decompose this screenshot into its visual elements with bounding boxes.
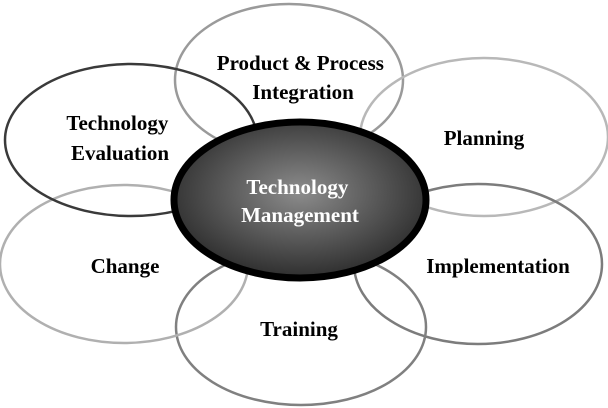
planning-label-line-1: Planning: [444, 126, 525, 150]
product-process-integration-label-line-1: Product & Process: [217, 51, 384, 75]
implementation-label: Implementation: [426, 254, 570, 278]
technology-evaluation-label-line-1: Technology: [66, 111, 168, 135]
center-hub: [170, 118, 430, 282]
center-label-line-1: Technology: [246, 175, 348, 199]
implementation-label-line-1: Implementation: [426, 254, 570, 278]
training-label: Training: [260, 317, 338, 341]
center-label-line-2: Management: [241, 203, 359, 227]
planning-label: Planning: [444, 126, 525, 150]
change-label-line-1: Change: [91, 254, 160, 278]
change-label: Change: [91, 254, 160, 278]
training-label-line-1: Training: [260, 317, 338, 341]
technology-evaluation-label-line-2: Evaluation: [71, 141, 169, 165]
technology-evaluation-label: Technology Evaluation: [66, 111, 173, 165]
center-label: Technology Management: [241, 175, 359, 227]
product-process-integration-label-line-2: Integration: [252, 80, 354, 104]
product-process-integration-label: Product & Process Integration: [217, 51, 389, 104]
